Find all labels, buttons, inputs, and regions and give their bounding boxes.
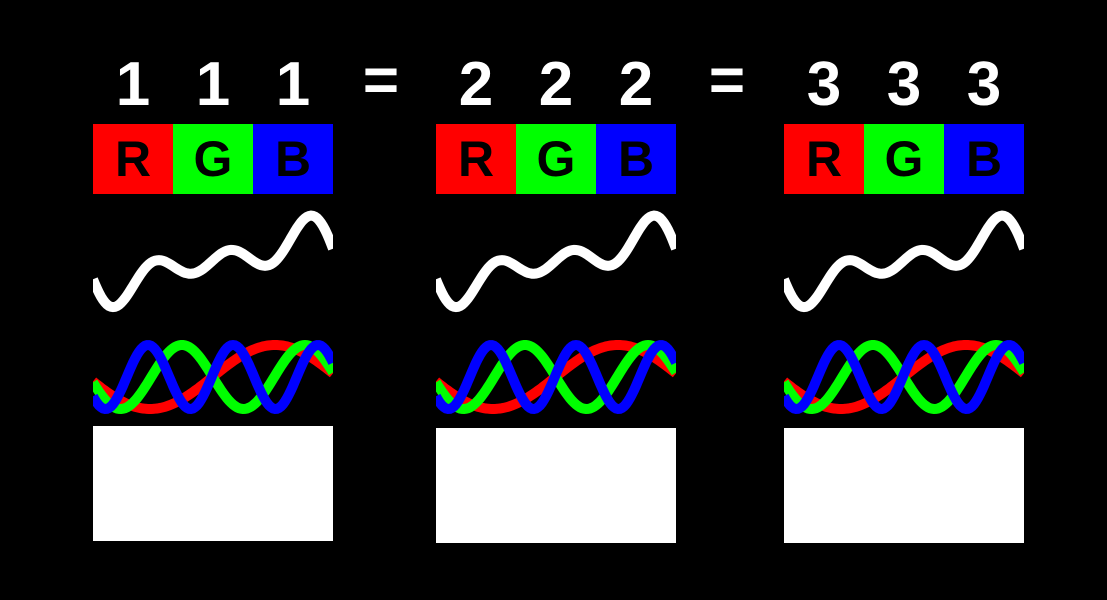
combined-wave-line	[436, 210, 676, 313]
channel-b: B	[596, 124, 676, 194]
channel-g: G	[864, 124, 944, 194]
equals-sign-2: =	[708, 46, 746, 115]
digit-1-b: 1	[275, 50, 311, 119]
digit-2-r: 2	[458, 50, 494, 119]
channel-b: B	[944, 124, 1024, 194]
digit-2-g: 2	[538, 50, 574, 119]
combined-waveform	[436, 210, 676, 313]
channel-b: B	[253, 124, 333, 194]
output-white-box	[93, 426, 333, 541]
digit-3-r: 3	[806, 50, 842, 119]
channel-g: G	[516, 124, 596, 194]
output-white-box	[784, 428, 1024, 543]
digit-3-b: 3	[966, 50, 1002, 119]
channel-waveforms	[436, 339, 676, 415]
digit-3-g: 3	[886, 50, 922, 119]
channel-r: R	[93, 124, 173, 194]
equals-sign-1: =	[362, 46, 400, 115]
digit-1-r: 1	[115, 50, 151, 119]
channel-waveforms	[784, 339, 1024, 415]
wave-b	[93, 339, 333, 415]
output-white-box	[436, 428, 676, 543]
combined-waveform	[93, 210, 333, 313]
channel-r: R	[784, 124, 864, 194]
combined-wave-line	[784, 210, 1024, 313]
wave-b	[436, 339, 676, 415]
channel-g: G	[173, 124, 253, 194]
wave-b	[784, 339, 1024, 415]
combined-wave-line	[93, 210, 333, 313]
combined-waveform	[784, 210, 1024, 313]
channel-waveforms	[93, 339, 333, 415]
digit-1-g: 1	[195, 50, 231, 119]
digit-2-b: 2	[618, 50, 654, 119]
channel-r: R	[436, 124, 516, 194]
